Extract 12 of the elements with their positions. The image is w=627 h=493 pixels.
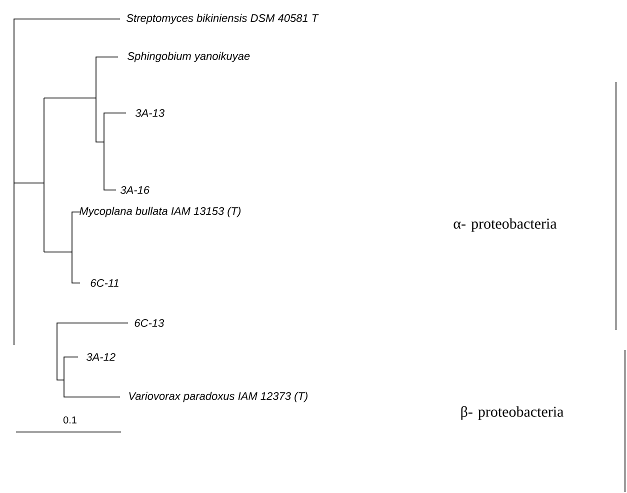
taxon-label: 6C-13	[134, 319, 164, 327]
taxon-label: 3A-13	[135, 109, 164, 117]
taxon-label: 6C-11	[90, 279, 118, 287]
taxon-label: 3A-12	[86, 353, 116, 361]
clade-label: α- proteobacteria	[454, 218, 557, 232]
taxon-label: Mycoplana bullata IAM 13153 (T)	[80, 206, 241, 218]
taxon-label: Sphingobium yanoikuyae	[128, 52, 250, 62]
taxon-label: Variovorax paradoxus IAM 12373 (T)	[129, 392, 308, 402]
taxon-label: Streptomyces bikiniensis DSM 40581 T	[126, 14, 319, 24]
scale-label: 0.1	[63, 416, 76, 424]
clade-label: β- proteobacteria	[461, 406, 564, 420]
taxon-label: 3A-16	[120, 186, 150, 194]
